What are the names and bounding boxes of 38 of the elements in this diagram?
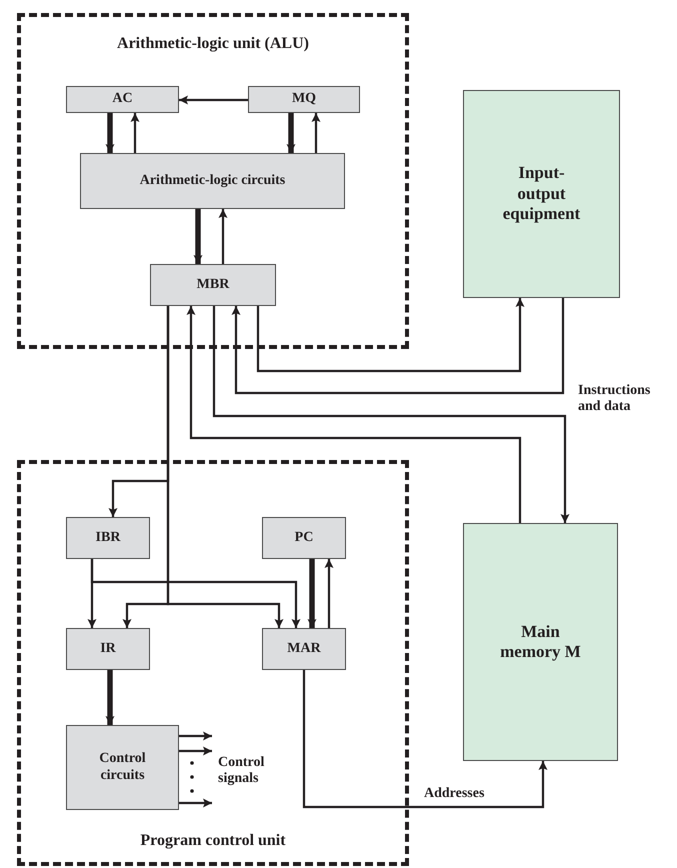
- arrow: [106, 113, 114, 153]
- register-box: IBR: [66, 517, 150, 559]
- arrow: [166, 306, 284, 628]
- register-box: AC: [66, 86, 179, 113]
- register-box: PC: [262, 517, 346, 559]
- dashed-group-frame: [17, 13, 409, 349]
- group-title: Arithmetic-logic unit (ALU): [116, 35, 310, 53]
- arrow: [218, 209, 228, 264]
- register-box: MQ: [248, 86, 360, 113]
- unit-box: Main memory M: [463, 523, 618, 761]
- edge-label: Addresses: [424, 786, 484, 802]
- arrow: [179, 96, 248, 104]
- arrow: [186, 306, 522, 523]
- register-box: Control circuits: [66, 725, 179, 810]
- arrow: [212, 306, 570, 523]
- arrow: [179, 746, 212, 756]
- arrow: [324, 559, 334, 628]
- arrow: [308, 559, 316, 628]
- annotation-text: Instructions and data: [578, 383, 652, 416]
- arrow: [302, 670, 548, 808]
- arrow: [312, 113, 320, 153]
- arrow: [106, 670, 114, 725]
- arrow: [286, 113, 296, 153]
- arrow: [130, 113, 140, 153]
- dashed-group-frame: [17, 460, 409, 866]
- unit-box: Input-output equipment: [463, 90, 620, 298]
- register-box: IR: [66, 628, 150, 670]
- arrow: [90, 559, 300, 628]
- arrow: [179, 732, 212, 740]
- arrow: [256, 298, 524, 372]
- register-box: Arithmetic-logic circuits: [80, 153, 345, 209]
- arrow: [232, 298, 564, 394]
- signal-label: Control signals: [212, 728, 288, 808]
- group-title: Program control unit: [139, 832, 287, 850]
- arrow: [179, 798, 212, 808]
- register-box: MBR: [150, 264, 276, 306]
- arrow: [194, 209, 202, 264]
- register-box: MAR: [262, 628, 346, 670]
